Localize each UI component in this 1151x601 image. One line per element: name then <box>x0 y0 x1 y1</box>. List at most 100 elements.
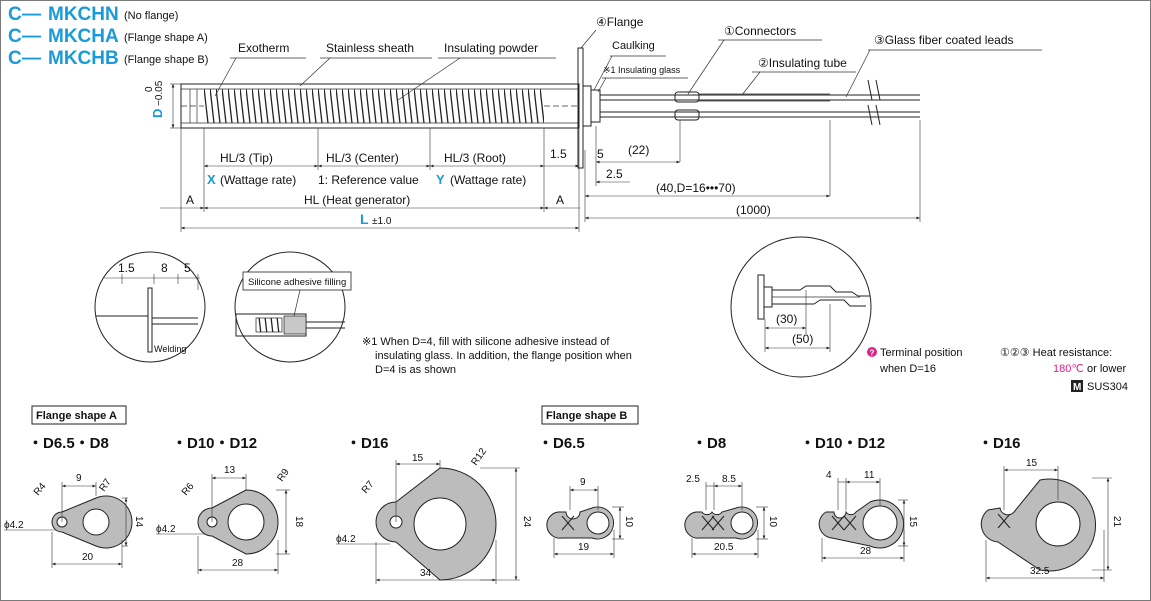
label-exotherm: Exotherm <box>238 41 289 55</box>
terminal-line-2: when D=16 <box>879 363 936 375</box>
svg-text:?: ? <box>870 349 875 358</box>
flange-a-3-r1: R7 <box>360 479 377 496</box>
model-mkchn: MKCHN <box>48 4 119 25</box>
dim-2-5: 2.5 <box>606 167 623 181</box>
detail-circle-left: 1.5 8 5 Welding <box>94 251 206 363</box>
flange-b-2-w: 20.5 <box>714 542 734 553</box>
l-tolerance: ±1.0 <box>372 216 392 227</box>
extension-lines <box>180 120 921 232</box>
detail-5: 5 <box>184 261 191 275</box>
flange-b-1-h: 10 <box>623 516 634 528</box>
flange-b-2-h: 10 <box>767 516 778 528</box>
flange-b-4-h: 21 <box>1111 516 1122 528</box>
x-wattage: (Wattage rate) <box>220 173 296 187</box>
heat-or-lower: or lower <box>1087 363 1126 375</box>
dim-hl3-tip: HL/3 (Tip) <box>220 151 273 165</box>
dim-5: 5 <box>597 147 604 161</box>
dim-hl: HL (Heat generator) <box>304 193 410 207</box>
flange-a-3-r2: R12 <box>469 446 489 468</box>
flange-a-1-r2: R7 <box>97 477 114 494</box>
connector <box>674 91 700 103</box>
label-insulating-glass: ※1 Insulating glass <box>603 65 681 75</box>
diameter-dimension: D 0 −0.05 <box>144 80 181 129</box>
flange-b-2-label: ・D8 <box>692 435 726 452</box>
flange-b-2-a: 2.5 <box>686 474 700 485</box>
terminal-note: ? Terminal position when D=16 <box>867 347 963 375</box>
label-insulating-powder: Insulating powder <box>444 41 538 55</box>
model-c-3: C <box>8 48 22 69</box>
detail-50: (50) <box>792 332 813 346</box>
flange-a-2-label: ・D10・D12 <box>172 435 257 452</box>
flange-a-1-r1: R4 <box>32 481 49 498</box>
flange-a-1-phi: ϕ4.2 <box>4 520 24 531</box>
y-wattage: (Wattage rate) <box>450 173 526 187</box>
label-glass-fiber-leads: ③Glass fiber coated leads <box>874 33 1014 47</box>
model-dash-3: — <box>22 48 41 69</box>
model-c-2: C <box>8 26 22 47</box>
model-dash-1: — <box>22 4 41 25</box>
model-titles: C — MKCHN (No flange) C — MKCHA (Flange … <box>8 4 208 69</box>
terminal-line-1: Terminal position <box>880 347 963 359</box>
flange-a-2-w: 28 <box>232 558 244 569</box>
model-mkcha: MKCHA <box>48 26 119 47</box>
flange-b-4-label: ・D16 <box>978 435 1021 452</box>
detail-circle-right: (30) (50) <box>730 236 872 378</box>
tolerance-minus: −0.05 <box>154 80 165 106</box>
heating-coil <box>204 89 544 123</box>
flange-a-1-w: 20 <box>82 552 94 563</box>
silicone-note: ※1 When D=4, fill with silicone adhesive… <box>362 336 632 376</box>
flange-a-1-h: 14 <box>133 516 144 528</box>
flange-a-2-r1: R6 <box>180 481 197 498</box>
flange-a-3-label: ・D16 <box>346 435 389 452</box>
flange-b-3-b: 11 <box>864 470 875 481</box>
model-mkchn-note: (No flange) <box>124 10 178 22</box>
flange-a-d65-d8: ・D6.5・D8 9 R4 R7 ϕ4.2 14 20 <box>4 435 144 568</box>
model-mkchb: MKCHB <box>48 48 119 69</box>
flange-b-1-w: 19 <box>578 542 590 553</box>
y-letter: Y <box>436 172 445 187</box>
dim-hl3-root: HL/3 (Root) <box>444 151 506 165</box>
material-badge: M <box>1073 382 1081 393</box>
note-line-3: D=4 is as shown <box>375 364 456 376</box>
dim-1-5: 1.5 <box>550 147 567 161</box>
flange-a-2-phi: ϕ4.2 <box>156 524 176 535</box>
dim-hl3-center: HL/3 (Center) <box>326 151 399 165</box>
flange-b-4-w-top: 15 <box>1026 458 1038 469</box>
flange-b-3-label: ・D10・D12 <box>800 435 885 452</box>
model-mkcha-note: (Flange shape A) <box>124 32 208 44</box>
flange-b-3-h: 15 <box>907 516 918 528</box>
dimension-lines <box>160 160 920 230</box>
dimension-text: HL/3 (Tip) HL/3 (Center) HL/3 (Root) X (… <box>186 143 771 227</box>
note-line-1: ※1 When D=4, fill with silicone adhesive… <box>362 336 610 348</box>
flange-a-d16: ・D16 15 R7 R12 ϕ4.2 24 34 <box>336 435 532 584</box>
flange-a-2-h: 18 <box>293 516 304 528</box>
diameter-d-label: D <box>150 109 165 118</box>
material-badge-icon <box>1071 380 1083 392</box>
flange-b-2-b: 8.5 <box>722 474 736 485</box>
dim-a-left: A <box>186 193 194 207</box>
tolerance-zero: 0 <box>144 86 155 92</box>
flange-b-4-w: 32.5 <box>1030 566 1050 577</box>
label-insulating-tube: ②Insulating tube <box>758 56 847 70</box>
flange-a-2-w-top: 13 <box>224 465 236 476</box>
flange-b-d65: ・D6.5 9 10 19 <box>538 435 634 558</box>
terminal-marker-icon <box>867 347 877 357</box>
flange-a-3-w: 34 <box>420 568 432 579</box>
material: SUS304 <box>1087 381 1128 393</box>
l-letter: L <box>360 211 369 227</box>
flange-b-d10-d12: ・D10・D12 4 11 15 28 <box>800 435 918 562</box>
dim-1000: (1000) <box>736 203 771 217</box>
heat-temp: 180℃ <box>1053 363 1084 375</box>
flange-b-d16: ・D16 15 21 32.5 <box>978 435 1122 582</box>
welding-label: Welding <box>154 344 186 354</box>
label-stainless-sheath: Stainless sheath <box>326 41 414 55</box>
detail-circle-silicone: Silicone adhesive filling <box>234 251 352 363</box>
model-dash-2: — <box>22 26 41 47</box>
callouts: Exotherm Stainless sheath Insulating pow… <box>214 15 1042 101</box>
flange-b-3-a: 4 <box>826 470 832 481</box>
flange-b-3-w: 28 <box>860 546 872 557</box>
dim-a-right: A <box>556 193 564 207</box>
flange-b-d8: ・D8 2.5 8.5 10 20.5 <box>684 435 778 558</box>
x-letter: X <box>207 172 216 187</box>
model-c-1: C <box>8 4 22 25</box>
